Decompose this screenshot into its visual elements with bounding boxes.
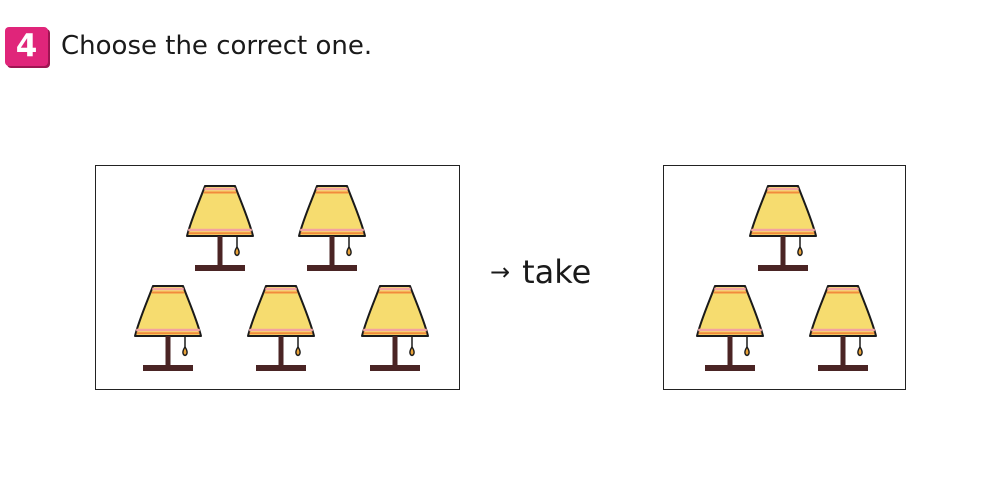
lamp-icon [295,184,369,276]
lamp-icon [806,284,880,376]
lamp-icon [358,284,432,376]
lamp-icon [244,284,318,376]
lamp-icon [693,284,767,376]
lamp-icon [131,284,205,376]
right-picture-box [663,165,906,390]
question-number-badge: 4 [5,27,48,66]
operation-label: → take [490,250,591,294]
lamp-icon [183,184,257,276]
arrow-icon: → [490,258,511,286]
lamp-icon [746,184,820,276]
left-picture-box [95,165,460,390]
operation-word: take [522,253,592,291]
question-prompt: Choose the correct one. [61,31,373,61]
